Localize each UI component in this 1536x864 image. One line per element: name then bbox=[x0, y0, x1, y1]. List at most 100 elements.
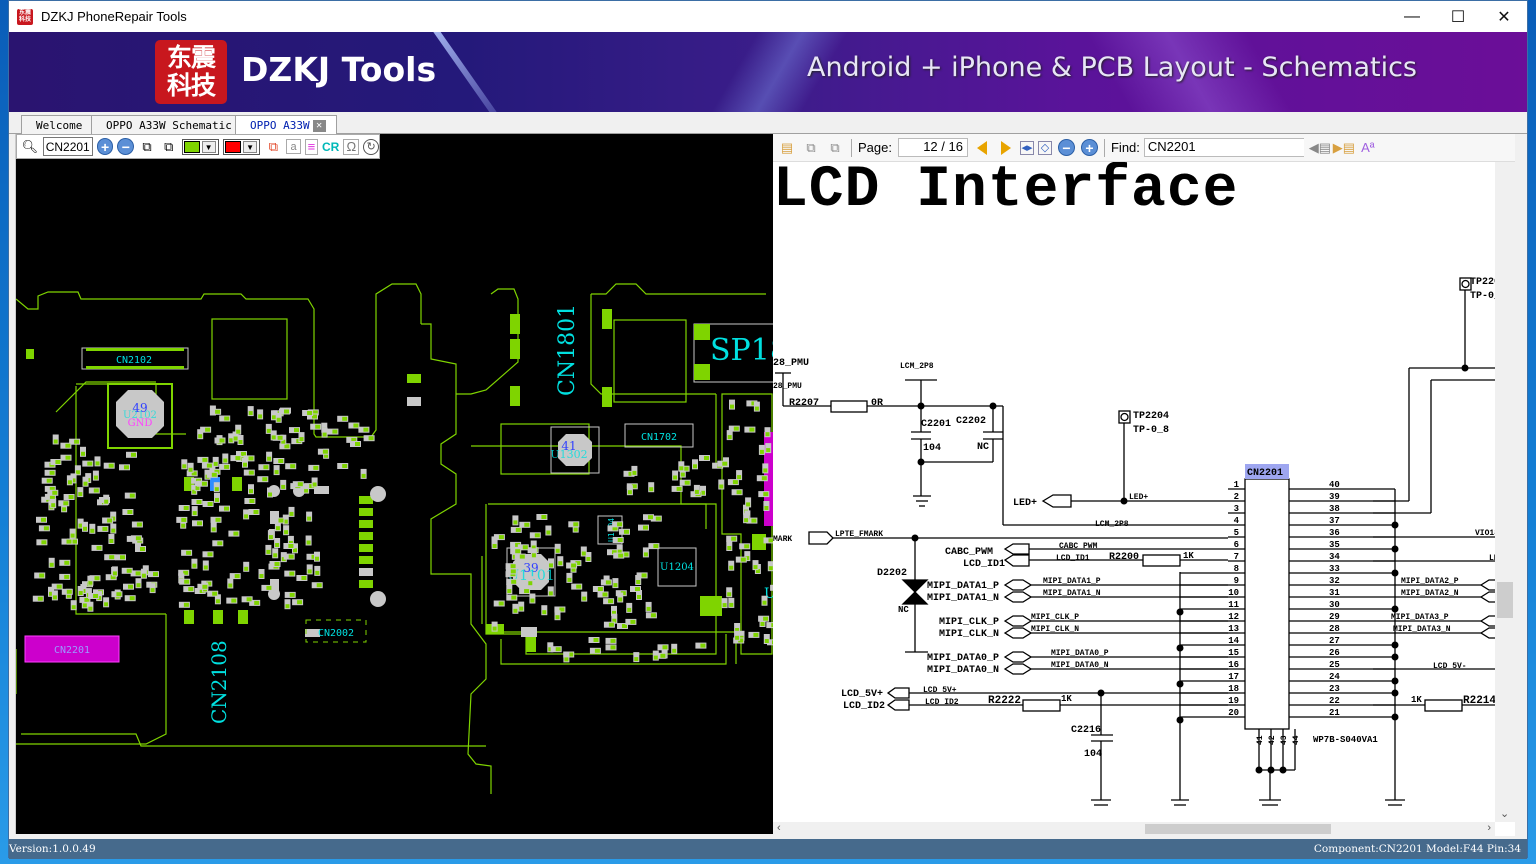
pin-number: 39 bbox=[1329, 492, 1340, 502]
maximize-button[interactable]: ☐ bbox=[1450, 8, 1466, 26]
fit-width-icon[interactable]: ◂▸ bbox=[1019, 140, 1034, 155]
schematic-canvas[interactable]: LCD Interface bbox=[773, 162, 1515, 822]
value-label: 1K bbox=[1061, 694, 1072, 704]
pcb-canvas[interactable]: CN2102 49 GND U2102 CN1801 SP18 CN1702 bbox=[16, 134, 773, 834]
junction-dot bbox=[1176, 716, 1184, 724]
u1101-body bbox=[513, 554, 549, 590]
u1204-outline bbox=[657, 547, 697, 587]
highlight-color-dropdown[interactable]: ▼ bbox=[223, 138, 261, 155]
zoom-in-icon[interactable]: + bbox=[96, 138, 114, 155]
pin-number: 40 bbox=[1329, 480, 1340, 490]
pcb-label-cn2102[interactable]: CN2102 bbox=[116, 355, 152, 366]
ref-label: R2207 bbox=[789, 398, 819, 409]
zoom-out-icon[interactable]: − bbox=[1057, 139, 1075, 156]
pcb-label-cn2108[interactable]: CN2108 bbox=[207, 640, 231, 724]
scrollbar-thumb[interactable] bbox=[1497, 582, 1513, 618]
page-total: / 16 bbox=[941, 139, 963, 154]
net-label: MIPI_DATA3_P bbox=[1391, 613, 1449, 622]
search-icon[interactable]: 🔍︎ bbox=[21, 138, 39, 154]
net-label: MIPI_CLK_N bbox=[1031, 625, 1079, 634]
schematic-view[interactable]: ▤ ⧉ ⧉ Page: 12 / 16 ◂▸ ◇ − + Find: CN220… bbox=[773, 134, 1515, 836]
pcb-label-cn1702[interactable]: CN1702 bbox=[641, 432, 677, 443]
pcb-pin-count: 41 bbox=[561, 439, 576, 453]
part-color-dropdown[interactable]: ▼ bbox=[181, 138, 220, 155]
port-label: MIPI_CLK_P bbox=[939, 617, 999, 628]
fit-page-icon[interactable]: ◇ bbox=[1037, 140, 1052, 155]
ohm-icon[interactable]: Ω bbox=[343, 138, 360, 155]
resistor-r2200 bbox=[1142, 554, 1181, 567]
find-prev-icon[interactable]: ◀▤ bbox=[1308, 139, 1332, 155]
pcb-label-sp18[interactable]: SP18 bbox=[710, 333, 773, 368]
horizontal-scrollbar[interactable]: ‹ › bbox=[773, 822, 1495, 836]
close-button[interactable]: ✕ bbox=[1497, 8, 1511, 26]
tab-pcb-layout[interactable]: OPPO A33W✕ bbox=[235, 115, 337, 134]
flip-horizontal-icon[interactable]: ⧉ bbox=[142, 138, 152, 154]
junction-dot bbox=[1391, 653, 1399, 661]
font-size-icon[interactable]: Aª bbox=[1361, 140, 1375, 155]
pin-number: 38 bbox=[1329, 504, 1340, 514]
logo-text-line2: 科技 bbox=[166, 72, 216, 100]
port-label: MIPI_DATA0_N bbox=[927, 665, 999, 676]
net-label: LCM_2P8 bbox=[1095, 520, 1129, 529]
toolbar-separator bbox=[851, 138, 852, 157]
text-icon[interactable]: a bbox=[286, 139, 301, 154]
net-icon[interactable]: ≡ bbox=[304, 138, 318, 155]
pin-number: 7 bbox=[1234, 552, 1239, 562]
pcb-label-cn2201[interactable]: CN2201 bbox=[54, 645, 90, 656]
pcb-pin-count: 49 bbox=[132, 401, 147, 415]
junction-dot bbox=[1097, 689, 1105, 697]
cr-icon[interactable]: CR bbox=[321, 139, 340, 154]
ref-label: TP2204 bbox=[1133, 411, 1169, 422]
junction-dot bbox=[1279, 766, 1287, 774]
pcb-label-cn2002[interactable]: CN2002 bbox=[318, 628, 354, 639]
scrollbar-thumb[interactable] bbox=[1145, 824, 1331, 834]
paste-page-icon[interactable]: ⧉ bbox=[830, 139, 840, 155]
resistor-r2207 bbox=[830, 400, 868, 413]
junction-dot bbox=[989, 402, 997, 410]
prev-page-icon[interactable] bbox=[972, 139, 992, 157]
zoom-in-icon[interactable]: + bbox=[1080, 139, 1098, 156]
minimize-button[interactable]: — bbox=[1404, 7, 1420, 25]
scroll-right-icon[interactable]: › bbox=[1487, 822, 1491, 834]
diode-d2202 bbox=[901, 579, 929, 593]
find-next-icon[interactable]: ▶▤ bbox=[1332, 139, 1356, 155]
tab-welcome[interactable]: Welcome bbox=[21, 115, 94, 134]
zoom-out-icon[interactable]: − bbox=[117, 138, 135, 155]
page-number-input[interactable]: 12 / 16 bbox=[897, 138, 968, 157]
pin-number: 44 bbox=[1292, 735, 1301, 745]
pcb-toolbar: 🔍︎ + − ⧉ ⧉ ▼ ▼ ⧉ a ≡ CR Ω ↻ bbox=[16, 134, 380, 159]
net-label: LCD_ID1 bbox=[1056, 554, 1090, 563]
pcb-label-u1101[interactable]: U1101 bbox=[507, 568, 554, 584]
junction-dots bbox=[911, 364, 1469, 774]
ref-label: D2202 bbox=[877, 568, 907, 579]
scroll-down-icon[interactable]: ⌄ bbox=[1500, 808, 1510, 820]
pcb-label-u1302[interactable]: U1302 bbox=[550, 448, 587, 461]
component-search-input[interactable] bbox=[42, 137, 93, 156]
value-label: TP-0_8 bbox=[1133, 425, 1169, 436]
layer-icon[interactable]: ⧉ bbox=[268, 138, 278, 154]
pin-number: 8 bbox=[1234, 564, 1239, 574]
copy-page-icon[interactable]: ⧉ bbox=[806, 139, 816, 155]
ref-label: C2202 bbox=[956, 416, 986, 427]
scroll-left-icon[interactable]: ‹ bbox=[777, 822, 781, 834]
connector-ref-highlight bbox=[1245, 464, 1289, 479]
close-tab-icon[interactable]: ✕ bbox=[312, 120, 326, 132]
pcb-label-u1204[interactable]: U1204 bbox=[660, 562, 694, 573]
vertical-scrollbar[interactable]: ⌄ bbox=[1495, 162, 1515, 822]
junction-dot bbox=[1120, 497, 1128, 505]
open-doc-icon[interactable]: ▤ bbox=[780, 139, 794, 155]
pcb-label-u2102[interactable]: U2102 bbox=[123, 410, 157, 421]
next-page-icon[interactable] bbox=[996, 139, 1016, 157]
junction-dot bbox=[917, 458, 925, 466]
pcb-label-cn1801[interactable]: CN1801 bbox=[555, 304, 580, 396]
port-label: LCD_5V+ bbox=[841, 689, 883, 700]
find-input[interactable]: CN2201 bbox=[1143, 138, 1304, 157]
pcb-label-u1[interactable]: U1 bbox=[764, 586, 773, 602]
rotate-icon[interactable]: ↻ bbox=[363, 138, 380, 155]
connector-ref-label[interactable]: CN2201 bbox=[1247, 468, 1283, 479]
tab-schematic[interactable]: OPPO A33W Schematic bbox=[91, 115, 243, 134]
cn2201-highlight[interactable] bbox=[24, 635, 120, 663]
port-led bbox=[1041, 494, 1072, 508]
flip-vertical-icon[interactable]: ⧉ bbox=[164, 138, 174, 154]
pcb-layout-view[interactable]: CN2102 49 GND U2102 CN1801 SP18 CN1702 bbox=[15, 134, 773, 834]
